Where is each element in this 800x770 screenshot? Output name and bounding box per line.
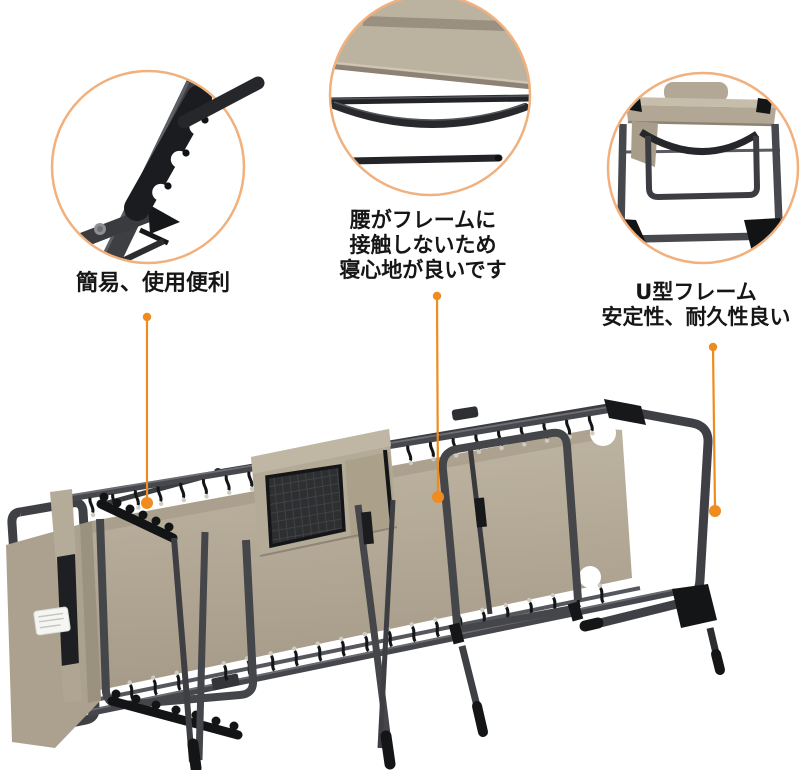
callout-label-comfort: 腰がフレームに 接触しないため 寝心地が良いです (339, 208, 506, 283)
callout-label-uframe: U型フレーム 安定性、耐久性良い (602, 280, 791, 330)
care-tag (33, 606, 71, 636)
ratchet-teeth-top (96, 492, 178, 543)
leader-dot (141, 497, 153, 509)
callout-label-hinge: 簡易、使用便利 (76, 271, 230, 297)
label-line: 簡易、使用便利 (75, 271, 231, 296)
leg-frame-head (96, 518, 258, 710)
foot-bracket-bottom (672, 584, 717, 628)
label-line: 腰がフレームに (349, 208, 497, 232)
leader-uframe (708, 342, 721, 517)
head-frame (7, 498, 100, 735)
label-line: 寝心地が良いです (339, 258, 507, 282)
callout-circle-uframe (606, 71, 800, 265)
fabric-notch-bottom (579, 566, 601, 588)
label-line: 接触しないため (349, 233, 497, 257)
fabric-notch-top (590, 420, 616, 446)
hinge-tube-overhang (177, 76, 265, 129)
foot-bracket-top (604, 399, 646, 425)
leader-comfort (432, 291, 444, 503)
leader-hinge (141, 312, 153, 509)
label-line: U型フレーム (635, 280, 757, 304)
leader-dot (432, 491, 444, 503)
head-strap-top (50, 489, 76, 563)
label-line: 安定性、耐久性良い (601, 305, 791, 329)
leg-frame-recline (438, 428, 584, 737)
cot-main (6, 399, 725, 770)
head-flap (6, 489, 101, 748)
leg-frame-middle (171, 499, 396, 770)
u-frame-foot (579, 399, 725, 675)
callout-circle-hinge (50, 69, 265, 265)
callout-circle-comfort (328, 0, 532, 197)
head-strap-end (61, 663, 82, 703)
leader-dot (709, 505, 721, 517)
